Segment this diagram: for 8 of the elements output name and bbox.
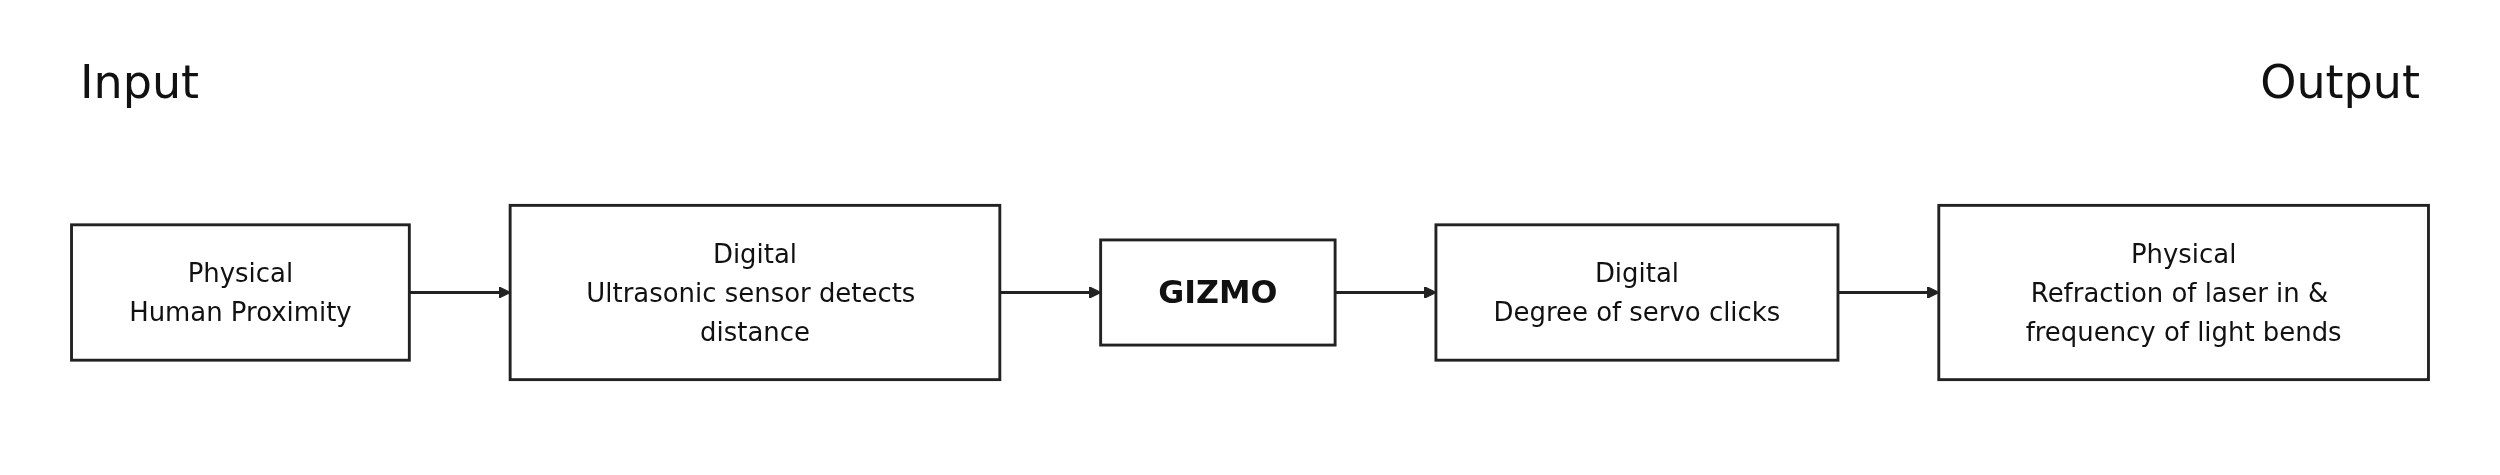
arrow	[409, 286, 511, 299]
output-heading: Output	[2260, 55, 2420, 109]
input-heading: Input	[80, 55, 200, 109]
node-box: Digital Degree of servo clicks	[1434, 223, 1840, 362]
node-box: GIZMO	[1099, 238, 1337, 347]
node-box: Physical Human Proximity	[70, 223, 411, 362]
node-box: Physical Refraction of laser in & frequency of light bends	[1937, 203, 2430, 382]
node-box: Digital Ultrasonic sensor detects distance	[508, 203, 1002, 382]
